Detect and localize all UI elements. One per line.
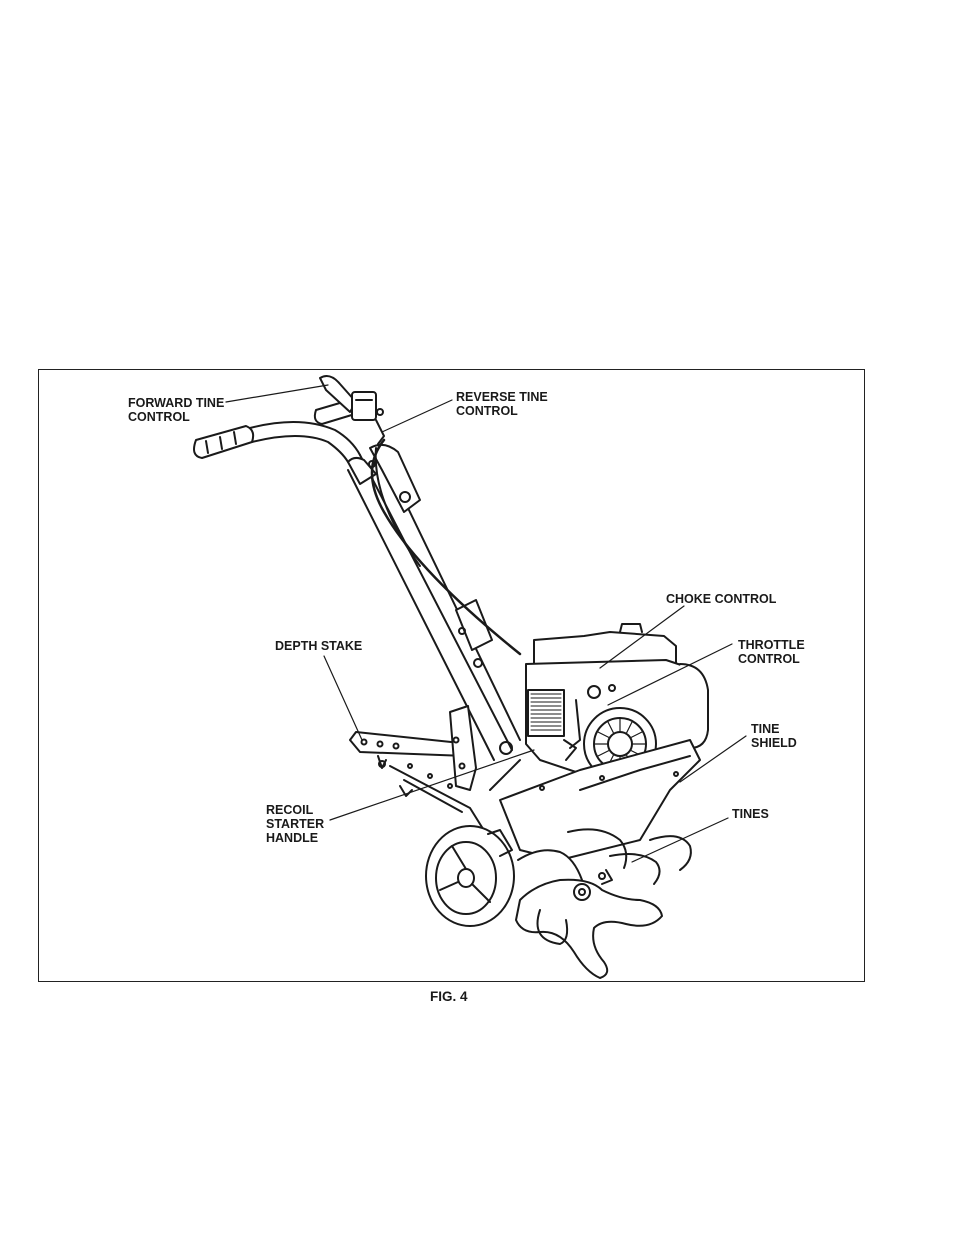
label-depth-stake: DEPTH STAKE bbox=[275, 639, 362, 653]
label-line: CONTROL bbox=[738, 652, 805, 666]
label-line: TINE bbox=[751, 722, 797, 736]
label-line: REVERSE TINE bbox=[456, 390, 548, 404]
label-forward-tine-control: FORWARD TINE CONTROL bbox=[128, 396, 224, 424]
front-frame bbox=[350, 706, 520, 840]
label-tines: TINES bbox=[732, 807, 769, 821]
label-throttle-control: THROTTLE CONTROL bbox=[738, 638, 805, 666]
tines bbox=[516, 829, 691, 978]
label-line: DEPTH STAKE bbox=[275, 639, 362, 653]
label-line: CHOKE CONTROL bbox=[666, 592, 776, 606]
label-line: TINES bbox=[732, 807, 769, 821]
label-recoil-starter-handle: RECOIL STARTER HANDLE bbox=[266, 803, 324, 845]
label-line: FORWARD TINE bbox=[128, 396, 224, 410]
label-reverse-tine-control: REVERSE TINE CONTROL bbox=[456, 390, 548, 418]
figure-caption: FIG. 4 bbox=[430, 989, 468, 1004]
label-line: CONTROL bbox=[456, 404, 548, 418]
label-line: CONTROL bbox=[128, 410, 224, 424]
label-choke-control: CHOKE CONTROL bbox=[666, 592, 776, 606]
transport-wheel bbox=[426, 826, 514, 926]
label-line: THROTTLE bbox=[738, 638, 805, 652]
label-tine-shield: TINE SHIELD bbox=[751, 722, 797, 750]
label-line: SHIELD bbox=[751, 736, 797, 750]
label-line: STARTER bbox=[266, 817, 324, 831]
handle-tubes bbox=[348, 440, 520, 760]
label-line: HANDLE bbox=[266, 831, 324, 845]
label-line: RECOIL bbox=[266, 803, 324, 817]
